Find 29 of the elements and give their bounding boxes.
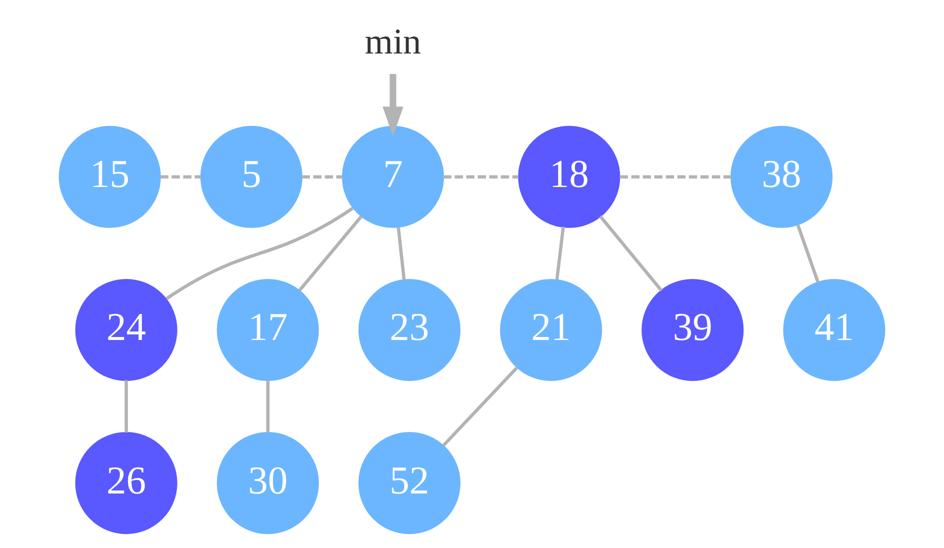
node-circle: 39 <box>642 278 744 382</box>
connector <box>302 175 342 179</box>
connector <box>124 380 128 433</box>
node-circle: 23 <box>358 278 460 382</box>
node-text: min <box>364 22 422 62</box>
connector <box>442 366 518 447</box>
connector <box>160 175 201 179</box>
node-circle: 41 <box>783 278 886 382</box>
connector <box>396 226 406 280</box>
connector <box>443 175 518 179</box>
node-circle: 5 <box>200 126 302 228</box>
node-circle: 21 <box>500 278 602 382</box>
connector <box>599 215 663 292</box>
connector <box>555 226 565 280</box>
node-circle: 18 <box>518 126 620 228</box>
connector <box>166 206 354 300</box>
arrow <box>382 74 404 136</box>
node-circle: 52 <box>358 432 460 534</box>
node-circle: 24 <box>75 278 178 382</box>
node-circle: 15 <box>58 126 161 228</box>
node-circle: 38 <box>730 126 833 228</box>
node-circle: 26 <box>75 432 178 534</box>
node-circle: 17 <box>216 278 319 382</box>
connector <box>298 215 363 292</box>
connector <box>796 224 820 283</box>
connector <box>266 380 270 433</box>
node-circle: 30 <box>216 432 319 534</box>
node-circle: 7 <box>342 126 444 228</box>
connector <box>620 175 731 179</box>
